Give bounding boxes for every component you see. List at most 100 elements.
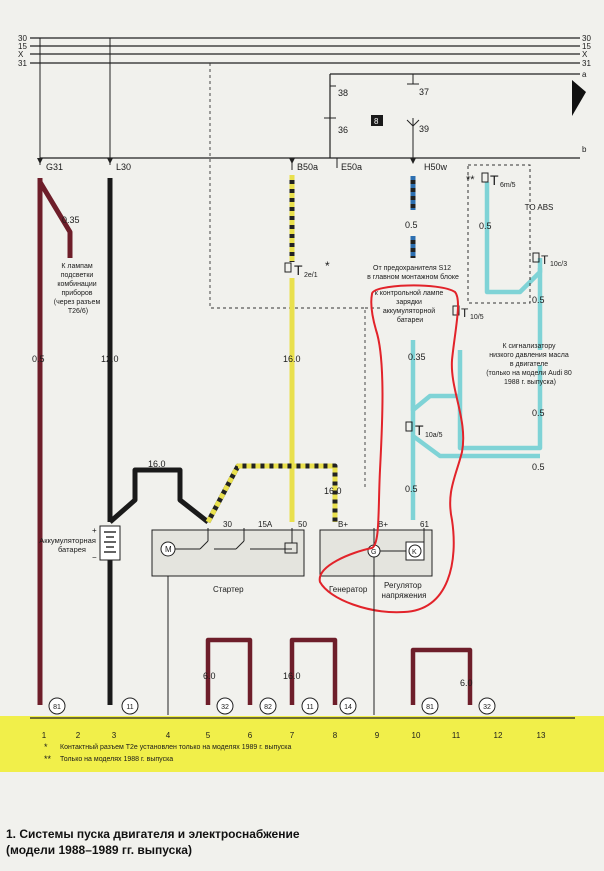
fuse-note: От предохранителя S12 в главном монтажно… [367, 265, 459, 281]
wire-label-l30: L30 [116, 162, 131, 172]
wire-size-60-left: 6.0 [203, 671, 216, 681]
bus-bars [30, 37, 580, 159]
ground-circle-82: 82 [264, 704, 272, 711]
oil-note: К сигнализатору низкого давления масла в… [486, 343, 574, 386]
wire-size-160-battery: 16.0 [148, 459, 166, 469]
svg-text:10a/5: 10a/5 [425, 432, 443, 439]
to-abs-label: TO ABS [525, 203, 554, 212]
figure-caption: 1. Системы пуска двигателя и электроснаб… [6, 826, 596, 858]
highlight-outline [318, 284, 465, 614]
wire-size-cyan-05-top: 0.5 [479, 221, 492, 231]
wire-b50a [205, 175, 338, 524]
bus-label-a: a [582, 70, 587, 79]
ground-circle-81: 81 [53, 704, 61, 711]
wire-size-120: 12.0 [101, 354, 119, 364]
starter-motor-label: M [165, 545, 172, 554]
relay-39: 39 [419, 124, 429, 134]
svg-text:T: T [415, 422, 424, 438]
bus-label-x: X [18, 50, 24, 59]
svg-text:10c/3: 10c/3 [550, 261, 567, 268]
position-number: 1 [42, 731, 47, 740]
wire-size-160-generator: 16.0 [324, 486, 342, 496]
wire-label-b50a: B50a [297, 162, 318, 172]
drop-arrow-icon [289, 158, 295, 164]
position-number: 6 [248, 731, 253, 740]
bus-label-15-right: 15 [582, 42, 591, 51]
starter [151, 528, 305, 577]
bus-label-30: 30 [18, 34, 27, 43]
svg-text:T: T [294, 262, 303, 278]
position-numbers: 1 2 3 4 5 6 7 8 9 10 11 12 13 [42, 731, 546, 740]
drop-arrow-icon [107, 158, 113, 164]
wire-size-cyan-05-r2: 0.5 [532, 462, 545, 472]
ground-circle-11b: 11 [306, 704, 313, 711]
position-number: 10 [412, 731, 421, 740]
wire-size-cyan-05-r1: 0.5 [532, 408, 545, 418]
ground-circles [48, 697, 496, 715]
abs-dashed-box [467, 164, 531, 304]
position-number: 2 [76, 731, 81, 740]
wire-red-loops [205, 637, 473, 705]
wire-label-g31: G31 [46, 162, 63, 172]
starter-label: Стартер [213, 585, 244, 594]
position-number: 9 [375, 731, 380, 740]
generator-terminal-61: 61 [420, 520, 429, 529]
position-number: 11 [452, 731, 461, 740]
svg-text:6m/5: 6m/5 [500, 182, 516, 189]
regulator-k: K [412, 549, 417, 556]
generator-bplus-2: B+ [378, 520, 388, 529]
bus-label-15: 15 [18, 42, 27, 51]
caption-line-1: 1. Системы пуска двигателя и электроснаб… [6, 827, 300, 841]
drop-arrow-icon [37, 158, 43, 164]
relay-8-box [371, 115, 383, 126]
battery [99, 525, 121, 561]
wire-size-cyan-05-mid: 0.5 [532, 295, 545, 305]
wire-size-gen-05: 0.5 [405, 484, 418, 494]
bus-drops [39, 38, 338, 170]
relay-36: 36 [338, 125, 348, 135]
bus-label-b: b [582, 145, 587, 154]
footnote-1: Контактный разъем T2e установлен только … [60, 743, 291, 751]
position-number: 8 [333, 731, 338, 740]
footnote-1-mark: * [44, 742, 48, 752]
ground-wires [167, 576, 375, 715]
svg-text:T: T [461, 306, 469, 320]
wire-size-60-right: 6.0 [460, 678, 473, 688]
svg-text:T: T [541, 253, 549, 267]
svg-text:T: T [490, 172, 499, 188]
position-number: 13 [537, 731, 546, 740]
wire-size-160-b50a: 16.0 [283, 354, 301, 364]
position-number: 3 [112, 731, 117, 740]
relay-8: 8 [374, 117, 379, 126]
connector-t2e1: T 2e/1 * [284, 259, 330, 279]
svg-text:*: * [325, 259, 330, 273]
ground-circle-14: 14 [344, 704, 352, 711]
wire-size-gen-035: 0.35 [408, 352, 426, 362]
generator-label: Генератор [329, 585, 368, 594]
connector-t6m5: ** T 6m/5 [466, 172, 516, 189]
starter-terminal-50: 50 [298, 520, 307, 529]
wire-cyan [410, 182, 543, 520]
ground-circle-32b: 32 [483, 704, 491, 711]
bus-label-x-right: X [582, 50, 588, 59]
starter-terminal-30: 30 [223, 520, 232, 529]
footnote-2-mark: ** [44, 754, 52, 764]
charge-lamp-note: к контрольной лампе зарядки аккумуляторн… [375, 289, 446, 324]
ground-band [0, 716, 604, 772]
bus-label-31: 31 [18, 59, 27, 68]
svg-text:10/5: 10/5 [470, 314, 484, 321]
wire-size-g31-05: 0.5 [32, 354, 45, 364]
connector-t10a5: T 10a/5 [405, 421, 443, 439]
battery-plus: + [92, 526, 97, 535]
wire-l30 [107, 178, 210, 705]
position-number: 7 [290, 731, 295, 740]
wire-size-160-mid: 16.0 [283, 671, 301, 681]
relay-37: 37 [419, 87, 429, 97]
position-number: 5 [206, 731, 211, 740]
ground-circle-32: 32 [221, 704, 229, 711]
svg-text:**: ** [466, 174, 475, 186]
ground-circle-81b: 81 [426, 704, 434, 711]
wire-size-g31-035: 0.35 [62, 215, 80, 225]
starter-terminal-15a: 15A [258, 520, 273, 529]
